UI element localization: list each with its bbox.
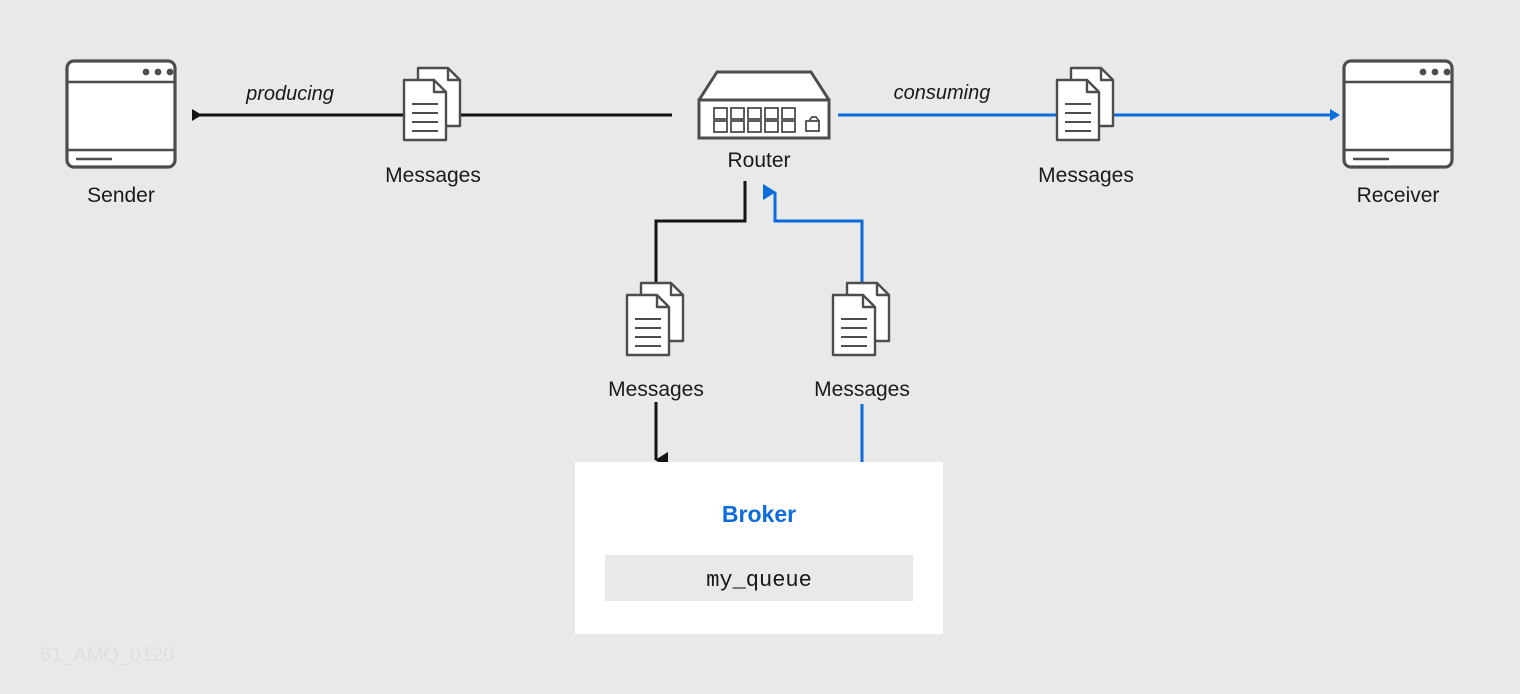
node-sender[interactable]: Sender: [65, 59, 177, 207]
edge-router-to-messages: [654, 181, 747, 292]
node-router[interactable]: Router: [697, 70, 831, 172]
messages-broker-in[interactable]: Messages: [608, 281, 704, 401]
messages-label: Messages: [1038, 164, 1134, 187]
messages-producing[interactable]: Messages: [385, 66, 481, 187]
network-switch-icon: [697, 70, 831, 140]
broker-title: Broker: [722, 501, 796, 527]
edge-label-consuming: consuming: [894, 82, 991, 104]
messages-label: Messages: [385, 164, 481, 187]
queue-name-label: my_queue: [706, 568, 812, 593]
messages-broker-out[interactable]: Messages: [814, 281, 910, 401]
node-receiver[interactable]: Receiver: [1342, 59, 1454, 207]
messages-label: Messages: [608, 378, 704, 401]
node-broker[interactable]: Broker my_queue: [575, 462, 943, 634]
queue-chip[interactable]: [605, 555, 913, 601]
node-label-sender: Sender: [87, 184, 155, 207]
watermark-label: 61_AMQ_0120: [40, 644, 175, 666]
messages-consuming[interactable]: Messages: [1038, 66, 1134, 187]
window-icon: [1342, 59, 1454, 169]
node-label-receiver: Receiver: [1357, 184, 1440, 207]
edge-messages-to-router: [763, 184, 864, 292]
broker-panel: [575, 462, 943, 634]
messages-label: Messages: [814, 378, 910, 401]
node-label-router: Router: [727, 149, 790, 172]
edge-label-producing: producing: [245, 83, 334, 105]
window-icon: [65, 59, 177, 169]
